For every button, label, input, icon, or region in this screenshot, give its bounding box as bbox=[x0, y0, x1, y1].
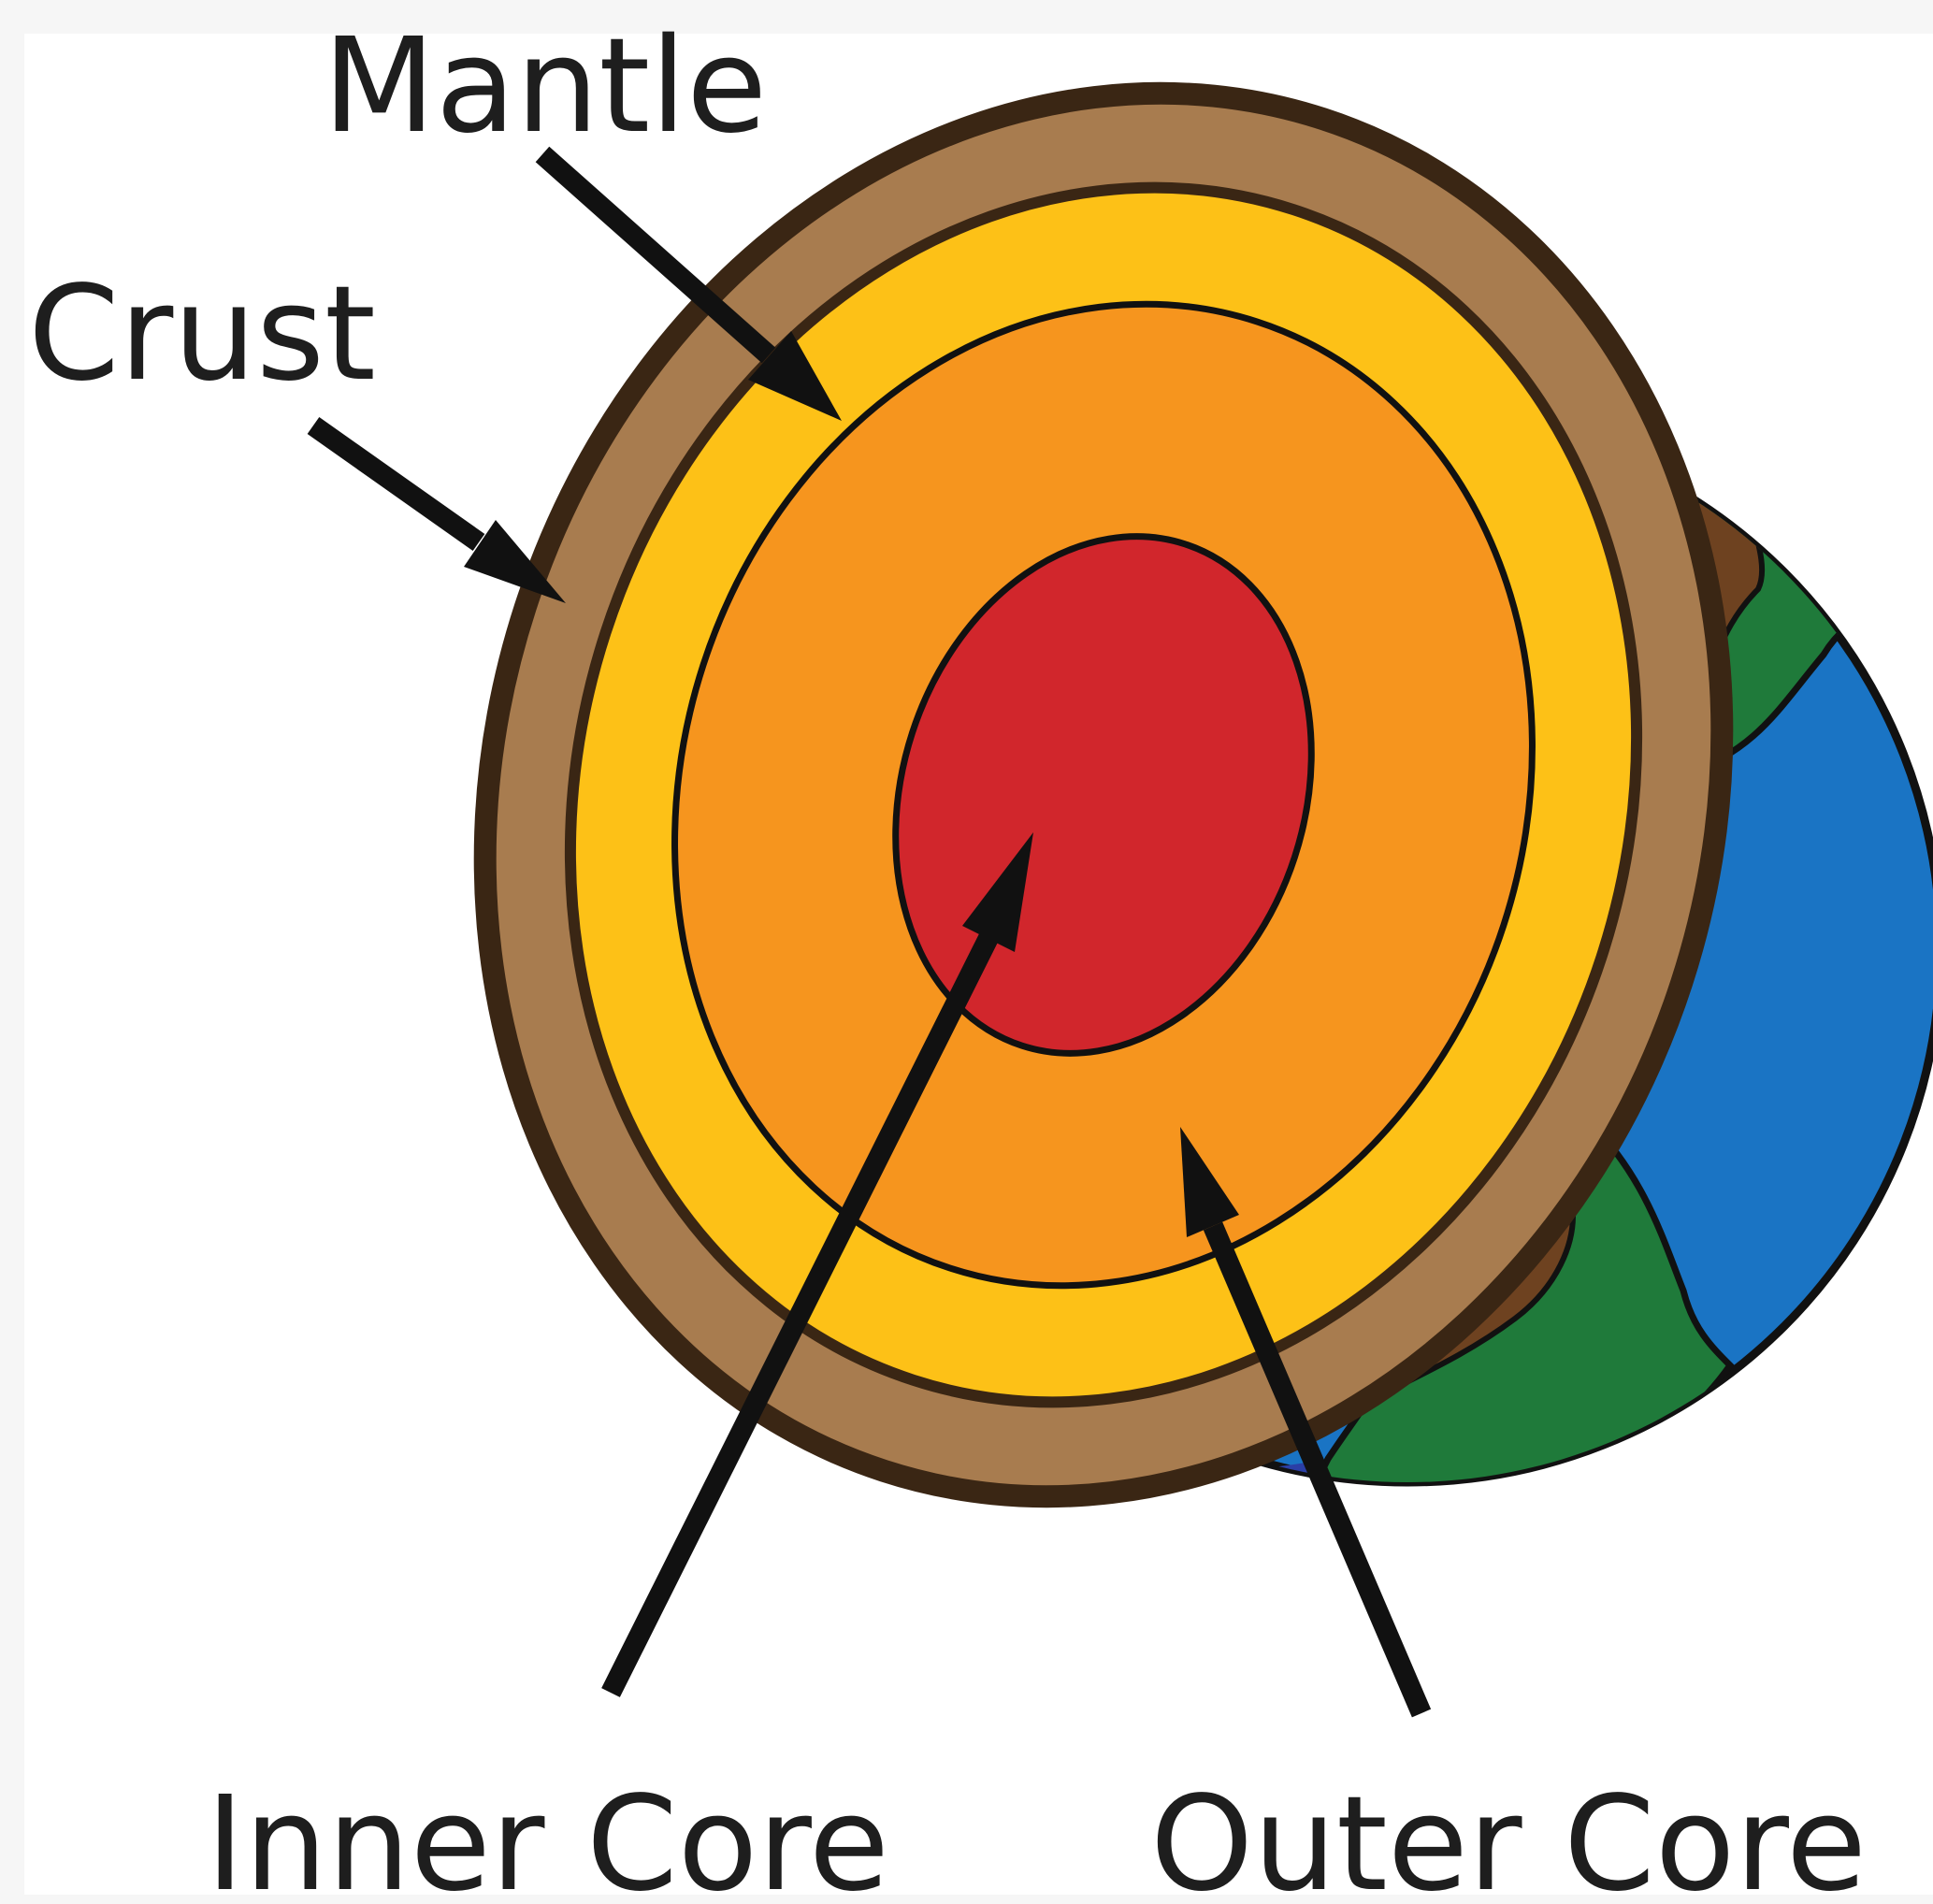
mantle-label: Mantle bbox=[323, 10, 767, 163]
crust-arrow bbox=[313, 426, 566, 603]
crust-label: Crust bbox=[28, 258, 376, 411]
outer-core-label: Outer Core bbox=[1150, 1768, 1867, 1904]
inner-core-label: Inner Core bbox=[206, 1768, 889, 1904]
